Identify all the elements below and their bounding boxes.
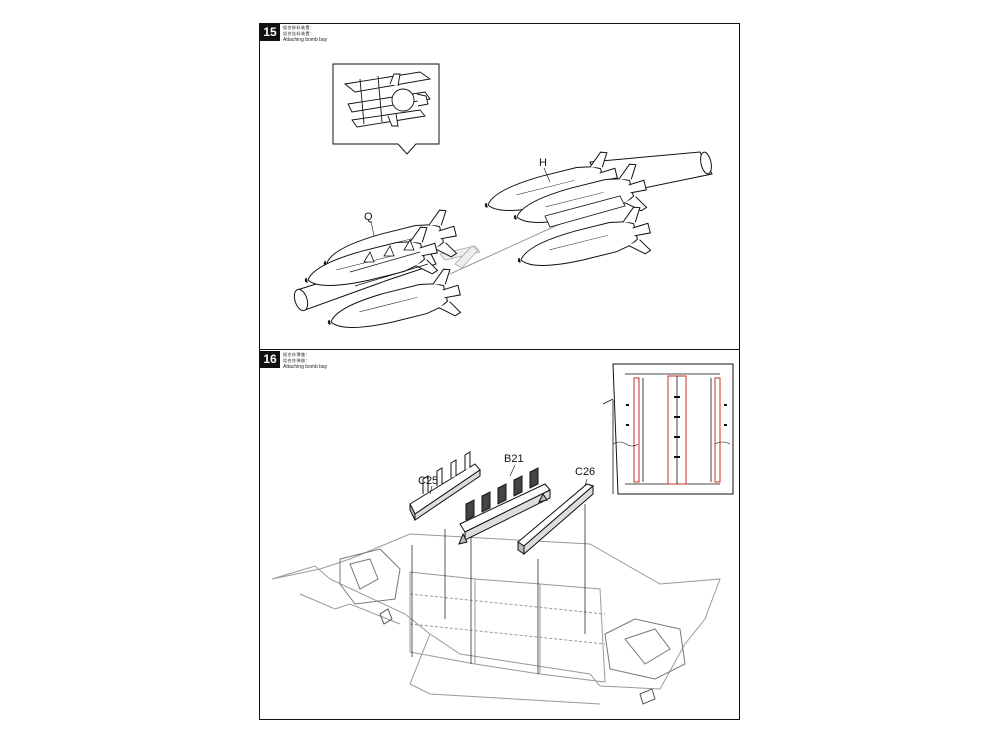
- part-c26: [517, 483, 594, 556]
- step-16-title-cn-simplified: 组合炸弹舱：: [283, 358, 310, 363]
- step-16-number: 16: [260, 351, 280, 368]
- assembly-drawing: H Q: [271, 63, 734, 705]
- step-divider: [260, 349, 739, 350]
- step-16-caption: 組合炸彈艙： 组合炸弹舱： Attaching bomb bay: [283, 352, 327, 370]
- instruction-page: 15 組合掛料裝置： 组合挂料装置： Attaching bomb bay 16…: [259, 23, 740, 720]
- step-15-title-en: Attaching bomb bay: [283, 37, 328, 43]
- step-15-title-cn-simplified: 组合挂料装置：: [283, 31, 315, 36]
- step-16-detail-inset: [602, 363, 734, 495]
- step-15-title-cn-traditional: 組合掛料裝置：: [283, 25, 315, 30]
- step-15-weapons-assembly: [293, 149, 713, 347]
- part-label-q: Q: [364, 211, 373, 223]
- step-15-zoom-inset: [332, 63, 440, 155]
- step-15-caption: 組合掛料裝置： 组合挂料装置： Attaching bomb bay: [283, 25, 327, 43]
- step-16-title-cn-traditional: 組合炸彈艙：: [283, 352, 310, 357]
- part-b21: [458, 467, 551, 545]
- step-15-number: 15: [260, 24, 280, 41]
- step-16-fuselage: [271, 533, 721, 705]
- step-16-title-en: Attaching bomb bay: [283, 364, 328, 370]
- part-c25: [409, 451, 481, 521]
- step-16-guide-lines: [411, 504, 586, 674]
- part-label-h: H: [539, 157, 547, 169]
